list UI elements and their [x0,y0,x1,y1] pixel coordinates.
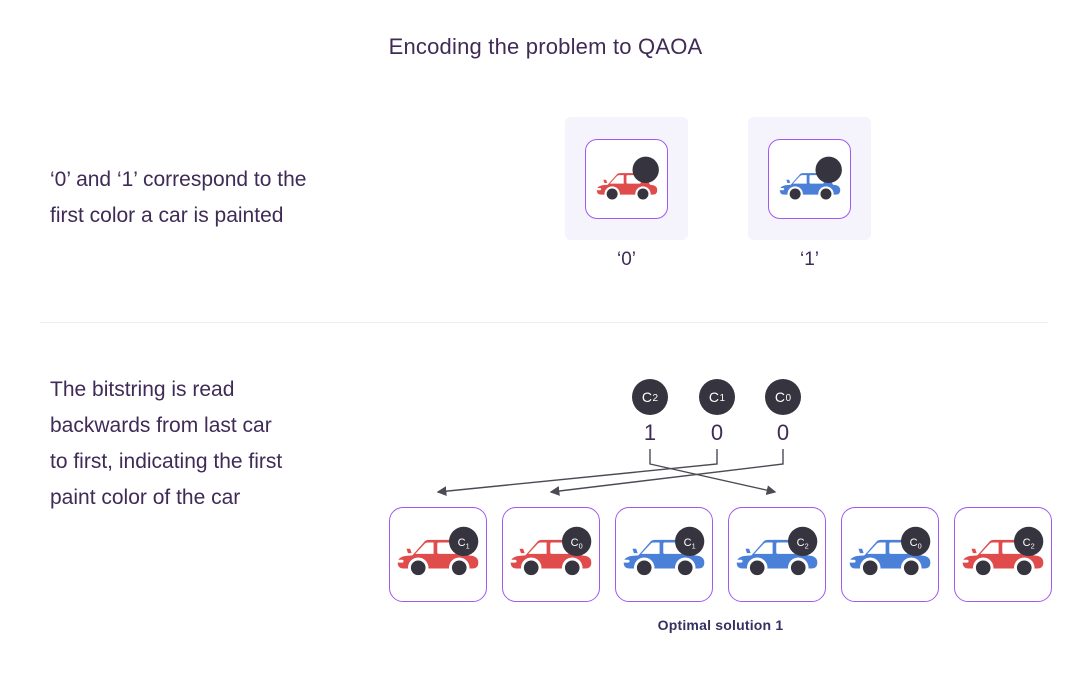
arrow-c0-to-car2 [549,449,784,496]
badge-circle [814,156,842,183]
arrow-c2-to-car4 [649,449,777,495]
badge-label: C1 [458,537,470,551]
bitstring-description-line: paint color of the car [50,486,241,509]
qubit-subscript: 0 [785,393,792,404]
encoding-description-line: ‘0’ and ‘1’ correspond to the [50,168,307,191]
section-divider [40,322,1048,323]
red-car-icon [595,156,659,202]
badge-circle [900,526,931,557]
badge-circle [448,526,479,557]
blue-car-icon: C0 [848,526,931,578]
badge-label: C2 [797,537,809,551]
red-car-icon: C2 [961,526,1044,578]
bitstring-description-line: to first, indicating the first [50,450,283,473]
bit-zero-car-box [585,138,668,219]
car-box-6: C2 [954,507,1052,602]
badge-label: C1 [684,537,696,551]
bit-value-c2: 1 [643,420,657,445]
qubit-subscript: 2 [652,393,659,404]
bit-one-car-box [768,138,851,219]
qubit-label: C [774,389,786,405]
bit-one-card: ‘1’ [748,117,871,271]
badge-circle [1013,526,1044,557]
solution-car-row: C1 C0 [389,507,1052,602]
red-car-icon: C1 [396,526,479,578]
qubit-label: C [708,389,720,405]
blue-car-icon [778,156,842,202]
qubit-subscript: 1 [719,393,726,404]
arrow-c1-to-car1 [436,449,718,497]
bitstring-description-line: backwards from last car [50,414,272,437]
encoding-description-line: first color a car is painted [50,204,284,227]
car-box-4: C2 [728,507,826,602]
badge-label: C0 [910,537,922,551]
bitstring-description-line: The bitstring is read [50,378,235,401]
blue-car-icon: C1 [622,526,705,578]
qubit-label: C [641,389,653,405]
blue-car-icon: C2 [735,526,818,578]
solution-caption: Optimal solution 1 [657,617,784,633]
badge-label: C0 [571,537,583,551]
bit-zero-card: ‘0’ [565,117,688,271]
badge-circle [631,156,659,183]
badge-circle [561,526,592,557]
page-title: Encoding the problem to QAOA [388,34,703,59]
bit-zero-label: ‘0’ [616,249,636,270]
red-car-icon: C0 [509,526,592,578]
bit-one-swatch [748,117,871,240]
bit-zero-swatch [565,117,688,240]
bit-value-c0: 0 [776,420,790,445]
badge-circle [674,526,705,557]
badge-circle [787,526,818,557]
bit-value-c1: 0 [710,420,724,445]
badge-label: C2 [1023,537,1035,551]
car-box-5: C0 [841,507,939,602]
car-box-2: C0 [502,507,600,602]
car-box-3: C1 [615,507,713,602]
encoding-description: ‘0’ and ‘1’ correspond to the first colo… [50,162,306,234]
bitstring-description: The bitstring is read backwards from las… [50,372,282,516]
car-box-1: C1 [389,507,487,602]
bit-one-label: ‘1’ [799,249,819,270]
